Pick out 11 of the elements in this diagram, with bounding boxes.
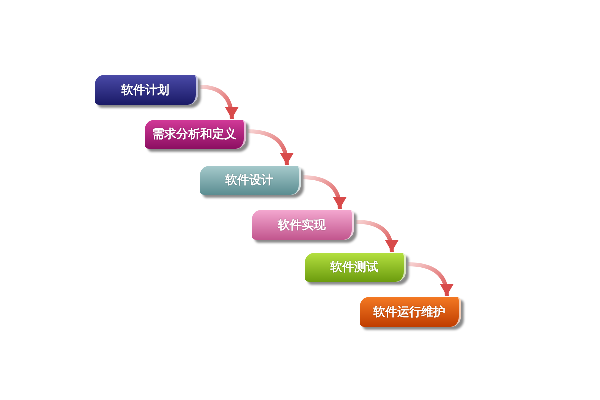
process-box: 软件计划 (95, 75, 198, 105)
process-box: 软件运行维护 (360, 297, 461, 327)
process-box: 软件实现 (252, 210, 354, 240)
arrow (200, 85, 238, 120)
process-box: 软件设计 (200, 166, 301, 195)
process-box: 需求分析和定义 (145, 120, 246, 149)
arrow (248, 130, 294, 166)
arrow (408, 262, 454, 296)
arrow (302, 176, 346, 210)
process-box: 软件测试 (305, 253, 406, 282)
arrow (356, 220, 398, 252)
